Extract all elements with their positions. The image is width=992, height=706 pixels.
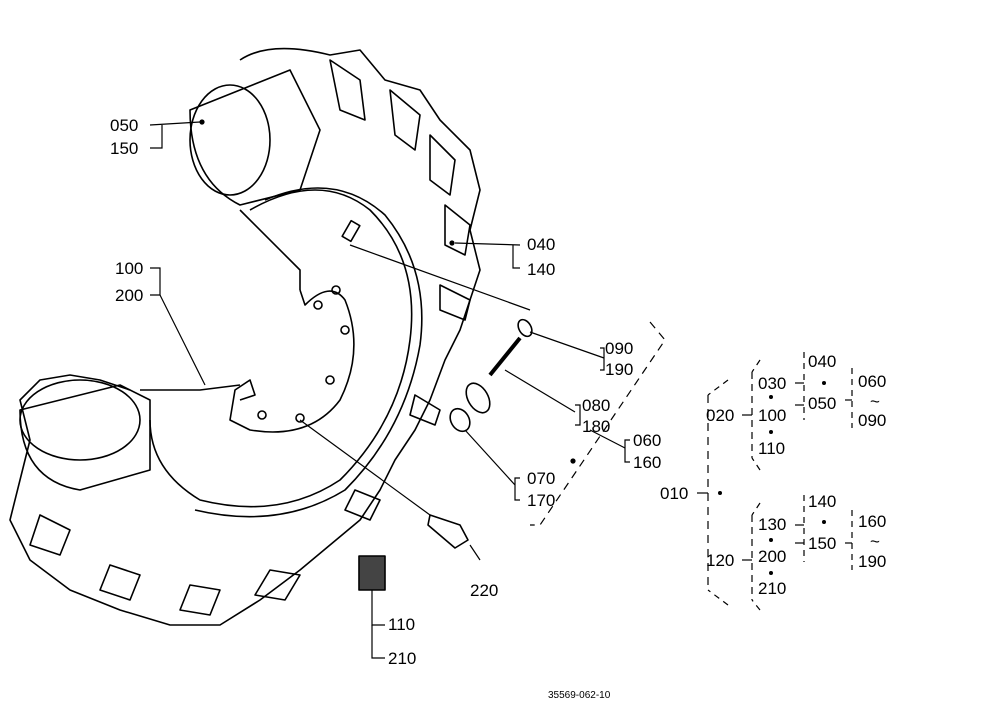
bolt-220: [427, 514, 469, 549]
valve-nut-060: [465, 382, 491, 414]
label-170: 170: [527, 491, 556, 510]
bolt-hole: [340, 325, 350, 335]
valve-cap-070: [449, 407, 471, 433]
tree-160: 160: [858, 512, 887, 531]
tree-120: 120: [706, 551, 735, 570]
tree-090: 090: [858, 411, 887, 430]
tire-lug: [179, 584, 221, 616]
label-100: 100: [115, 259, 144, 278]
label-190: 190: [605, 360, 634, 379]
label-200: 200: [115, 286, 144, 305]
tire-lug: [254, 569, 301, 601]
bolt-hole: [331, 285, 341, 295]
tree-110: 110: [758, 439, 786, 458]
tire-lug: [99, 564, 141, 601]
bolt-hole: [313, 300, 323, 310]
tree-040: 040: [808, 352, 837, 371]
label-160: 160: [633, 453, 662, 472]
label-040: 040: [527, 235, 556, 254]
valve-core-080: [488, 336, 522, 377]
label-060: 060: [633, 431, 662, 450]
tire-outline: [9, 47, 481, 626]
tire-section-bottom: [19, 379, 141, 461]
tire-lug: [429, 134, 456, 196]
bolt-hole: [257, 410, 267, 420]
tire-section-top: [189, 84, 271, 196]
label-090: 090: [605, 339, 634, 358]
valve-cap-090: [517, 318, 533, 338]
tire-lug: [329, 59, 366, 121]
valve-on-tire: [341, 219, 361, 243]
tree-tilde-2: ~: [870, 532, 880, 551]
tree-130: 130: [758, 515, 787, 534]
label-080: 080: [582, 396, 611, 415]
tree-030: 030: [758, 374, 787, 393]
tire-lug: [29, 514, 71, 556]
label-050: 050: [110, 116, 139, 135]
tree-100: 100: [758, 406, 787, 425]
label-180: 180: [582, 417, 611, 436]
tree-150: 150: [808, 534, 837, 553]
label-150: 150: [110, 139, 139, 158]
tree-190: 190: [858, 552, 887, 571]
bolt-hole: [325, 375, 335, 385]
label-070: 070: [527, 469, 556, 488]
tire-lug: [444, 204, 471, 256]
tire-lug: [439, 284, 471, 321]
tree-060: 060: [858, 372, 887, 391]
tire-lug: [344, 489, 381, 521]
tire-inner-2: [194, 187, 423, 518]
bolt-hole: [295, 413, 305, 423]
tire-lug: [389, 89, 421, 151]
label-110: 110: [388, 615, 416, 634]
tree-210: 210: [758, 579, 787, 598]
tree-200: 200: [758, 547, 787, 566]
tree-140: 140: [808, 492, 837, 511]
tree-050: 050: [808, 394, 837, 413]
tree-root: 010: [660, 484, 689, 503]
drawing-number: 35569-062-10: [548, 690, 611, 701]
label-140: 140: [527, 260, 556, 279]
label-210: 210: [388, 649, 417, 668]
tire-inner: [149, 189, 413, 508]
rim-disc: [229, 289, 355, 433]
tree-020: 020: [706, 406, 735, 425]
tree-tilde-1: ~: [870, 392, 880, 411]
tire-lug: [409, 394, 441, 426]
patch-110: [358, 555, 386, 591]
label-220: 220: [470, 581, 499, 600]
